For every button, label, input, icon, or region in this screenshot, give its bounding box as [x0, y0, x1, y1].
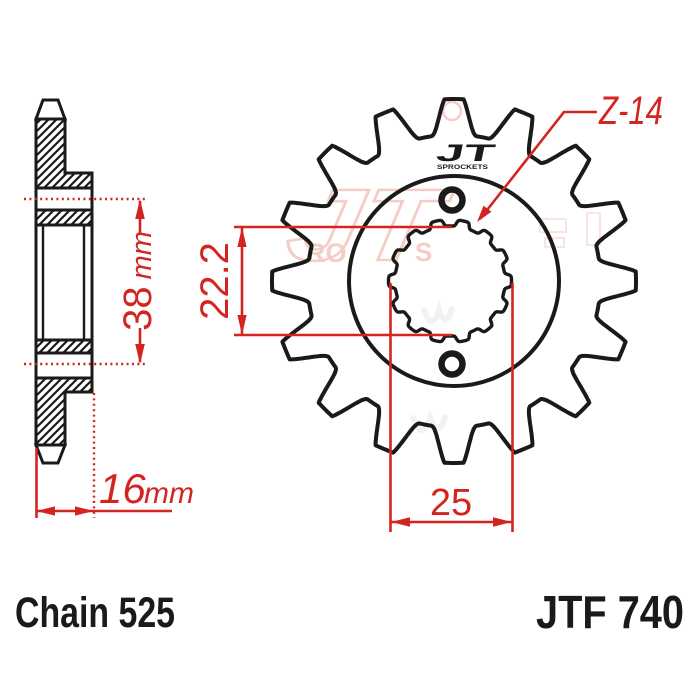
hub-section [34, 223, 94, 342]
arrow-z14 [477, 205, 492, 222]
bolt-hole [438, 350, 466, 378]
arrow-222-up [237, 227, 247, 247]
smudge-upper [421, 299, 455, 325]
section-lower-body [34, 376, 94, 447]
hub-circle [347, 174, 561, 388]
dimension-38mm: 38mm [24, 197, 160, 366]
watermark-box-3 [586, 212, 601, 246]
watermark-fragment-right: S [415, 237, 432, 267]
arrow-16-left [36, 506, 55, 516]
dimension-22-2: 22.2 [193, 225, 452, 337]
front-view: JT RO S JT SPROCKETS [270, 97, 638, 465]
teeth-count-callout: Z-14 [477, 89, 663, 222]
side-section-view [33, 98, 94, 465]
dim-222-label: 22.2 [193, 242, 237, 320]
smudge-lower [410, 408, 448, 433]
teeth-count-label: Z-14 [598, 89, 663, 133]
sprocket-body-fill [272, 99, 636, 463]
logo-subtitle-text: SPROCKETS [437, 164, 489, 171]
watermark-box-2 [544, 237, 565, 248]
dimension-16mm: 16 mm [35, 393, 194, 518]
part-number-label: JTF 740 [536, 586, 684, 638]
section-lower-gap [34, 351, 94, 380]
watermark-fragment-left: RO [306, 238, 347, 268]
brand-logo: JT SPROCKETS [434, 140, 498, 171]
arrow-25-right [493, 517, 512, 527]
logo-brand-text: JT [434, 140, 498, 167]
tooth-tip-bottom [33, 443, 68, 465]
watermark-box-1 [539, 218, 567, 233]
dim-38-label: 38mm [116, 231, 160, 331]
chain-size-label: Chain 525 [15, 589, 175, 637]
arrow-222-down [237, 315, 247, 335]
section-upper-band [34, 208, 94, 227]
dim-25-label: 25 [430, 482, 472, 524]
dim-16-unit: mm [144, 477, 194, 510]
leader-line-z14 [478, 110, 597, 220]
dim-16-value: 16 [99, 465, 146, 512]
sprocket-teeth-outline [270, 97, 638, 465]
dimension-25: 25 [389, 283, 514, 532]
watermark-ring [441, 100, 463, 122]
arrow-25-left [391, 517, 410, 527]
arrow-38-up [135, 199, 145, 219]
arrow-16-right [75, 506, 94, 516]
section-lower-band [34, 338, 94, 355]
arrow-38-down [135, 344, 145, 364]
bolt-hole [438, 186, 466, 214]
tooth-tip-top [33, 98, 68, 121]
dimension-annotations: 38mm 16 mm 22.2 [24, 89, 663, 532]
section-upper-body [34, 117, 94, 190]
